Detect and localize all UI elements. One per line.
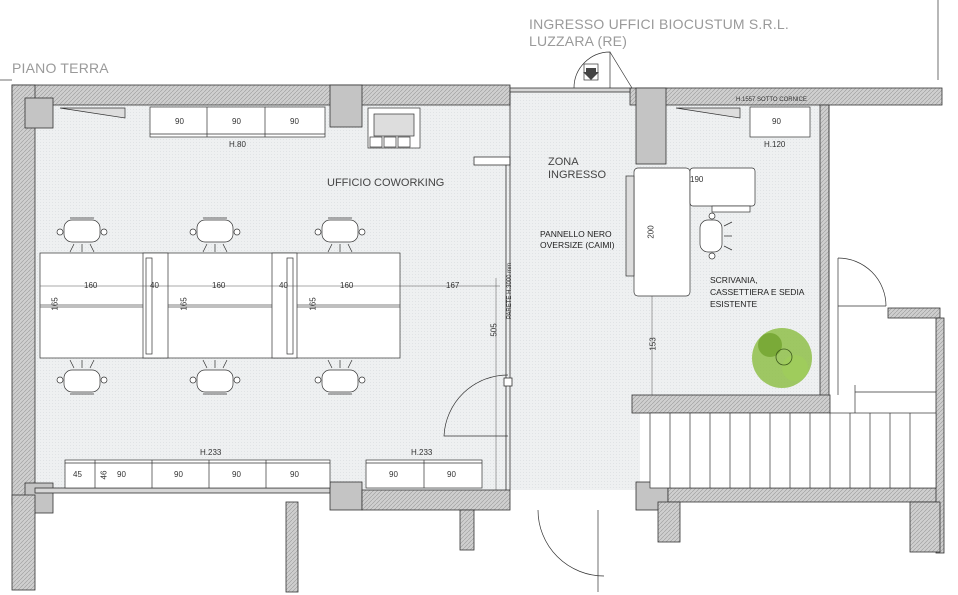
dim-desk-b: 160: [212, 281, 226, 290]
plant-icon: [752, 328, 812, 388]
top-cabinets: [59, 106, 811, 149]
note-desk-line1: SCRIVANIA,: [710, 275, 758, 285]
dim-top-cab-1: 90: [175, 117, 184, 126]
note-panel-line2: OVERSIZE (CAIMI): [540, 240, 615, 250]
dim-bottom-5: 90: [389, 470, 398, 479]
entrance-arrow-icon: [583, 68, 599, 80]
entrance-door: [573, 51, 633, 89]
dim-partition-length: 505: [489, 323, 499, 337]
walls: [11, 84, 945, 593]
dim-reception-gap: 153: [648, 337, 658, 351]
dim-gap-b: 40: [279, 281, 288, 290]
dim-top-cab-2: 90: [232, 117, 241, 126]
note-desk-line2: CASSETTIERA E SEDIA: [710, 287, 805, 297]
reception-desk: [625, 167, 756, 297]
coworking-door: [443, 374, 509, 437]
dim-desk-c: 160: [340, 281, 354, 290]
note-wall-height: PARETE H.3000 mm: [507, 262, 514, 320]
dim-reception-width: 190: [690, 175, 704, 184]
height-right-cabinet: H.120: [764, 140, 786, 149]
dimension-lines: [40, 278, 653, 490]
room-label-entrance-line2: INGRESSO: [548, 169, 607, 181]
note-panel-line1: PANNELLO NERO: [540, 229, 612, 239]
dim-bottom-46: 46: [99, 470, 109, 480]
note-desk-line3: ESISTENTE: [710, 299, 758, 309]
desk-bench: [39, 252, 401, 359]
dim-desk-to-wall: 167: [446, 281, 460, 290]
height-bottom-mid-cabinet: H.233: [411, 448, 433, 457]
dim-desk-a: 160: [84, 281, 98, 290]
project-title-line1: INGRESSO UFFICI BIOCUSTUM S.R.L.: [529, 16, 789, 32]
main-door: [537, 257, 887, 577]
dim-bottom-4: 90: [290, 470, 299, 479]
dim-bottom-6: 90: [447, 470, 456, 479]
dim-depth-2: 165: [179, 297, 189, 311]
room-label-coworking: UFFICIO COWORKING: [327, 177, 445, 189]
dim-bottom-3: 90: [232, 470, 241, 479]
chairs: [56, 212, 733, 395]
dim-reception-depth: 200: [646, 225, 656, 239]
bottom-cabinets: [64, 459, 483, 489]
dim-right-cab: 90: [772, 117, 781, 126]
dim-bottom-45: 45: [73, 470, 82, 479]
entrance-floor: [510, 88, 640, 490]
dim-depth-1: 165: [50, 297, 60, 311]
floor-label: PIANO TERRA: [12, 60, 109, 76]
height-bottom-left-cabinet: H.233: [200, 448, 222, 457]
height-top-cabinet: H.80: [229, 140, 246, 149]
dim-depth-3: 165: [308, 297, 318, 311]
staircase: [649, 385, 937, 489]
room-label-entrance-line1: ZONA: [548, 156, 579, 168]
project-title-line2: LUZZARA (RE): [529, 33, 628, 49]
dim-gap-a: 40: [150, 281, 159, 290]
dim-bottom-1: 90: [117, 470, 126, 479]
note-cornice: H.1557 SOTTO CORNICE: [736, 97, 807, 103]
dim-bottom-2: 90: [174, 470, 183, 479]
dim-top-cab-3: 90: [290, 117, 299, 126]
